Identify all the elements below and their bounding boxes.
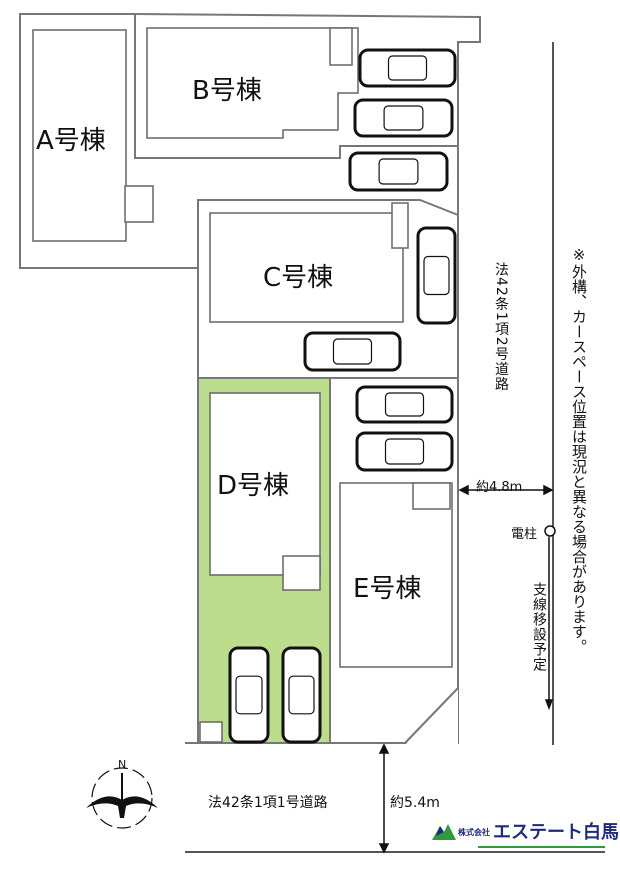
car-icon [348, 151, 449, 192]
car-icon [355, 431, 454, 472]
building-e [339, 482, 453, 668]
building-b [146, 27, 359, 139]
lot-a [19, 13, 198, 269]
building-d-label: D号棟 [217, 471, 290, 501]
utility-pole-icon [544, 525, 556, 537]
compass-icon [86, 767, 158, 829]
entrance-c [391, 202, 409, 249]
entrance-b [329, 27, 353, 66]
building-c-label: C号棟 [263, 263, 334, 293]
car-icon [353, 98, 454, 138]
car-icon [281, 646, 322, 744]
car-icon [416, 226, 457, 325]
building-a [32, 29, 127, 242]
entrance-a [124, 185, 154, 223]
disclaimer: ※外構、カースペース位置は現況と異なる場合があります。 [570, 246, 588, 654]
building-b-label: B号棟 [192, 76, 262, 106]
entrance-d [282, 555, 321, 591]
building-c [209, 212, 404, 323]
east-road-label: 法42条1項2号道路 [493, 262, 509, 392]
building-d [209, 392, 321, 576]
car-icon [358, 48, 457, 88]
entrance-e [412, 482, 451, 510]
south-road-label: 法42条1項1号道路 [208, 795, 328, 811]
meter-box [199, 721, 223, 743]
logo-prefix: 株式会社 [458, 828, 490, 837]
building-e-label: E号棟 [353, 574, 422, 604]
building-a-label: A号棟 [36, 126, 106, 156]
car-icon [303, 331, 402, 372]
compass-north-label: N [118, 758, 127, 771]
east-road-width: 約4.8m [476, 480, 523, 495]
south-road-width: 約5.4m [390, 795, 440, 811]
logo-mark-icon [432, 824, 605, 848]
company-logo: 株式会社エステート白馬 [458, 822, 619, 844]
guy-wire-note: 支線移設予定 [531, 582, 547, 672]
logo-name: エステート白馬 [493, 822, 619, 843]
car-icon [355, 385, 454, 424]
lot-b [134, 14, 458, 159]
car-icon [228, 646, 270, 744]
lot-e-corner [404, 687, 459, 744]
utility-pole-label: 電柱 [511, 527, 538, 542]
lot-c [197, 199, 459, 743]
